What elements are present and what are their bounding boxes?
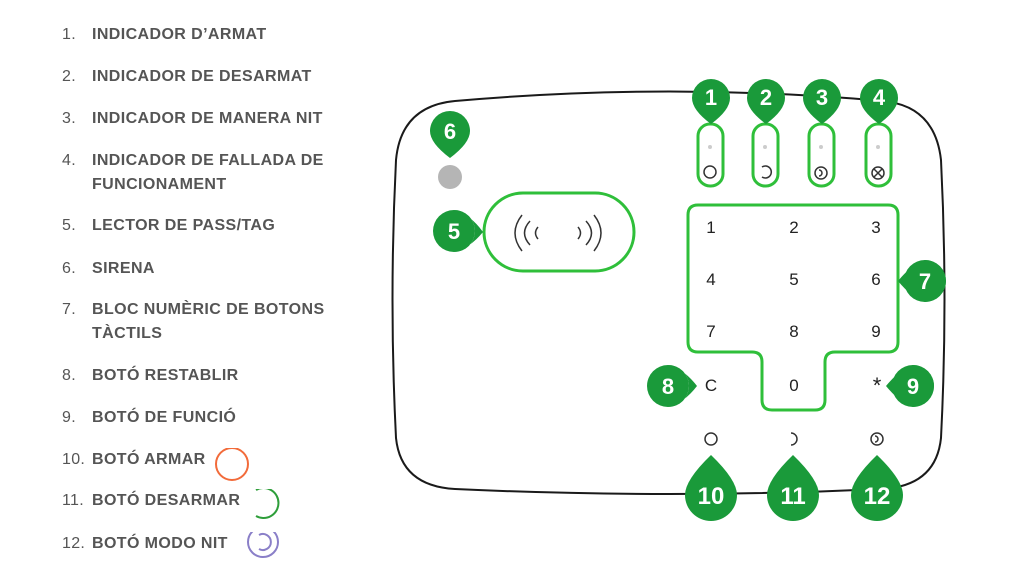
- arm-button[interactable]: [704, 432, 718, 446]
- legend-label: INDICADOR DE DESARMAT: [92, 68, 312, 85]
- legend-number: 1.: [62, 26, 76, 43]
- callout-2-pin: [747, 79, 785, 124]
- callout-12-pin: [851, 455, 903, 521]
- siren-dot: [438, 165, 462, 189]
- callout-10-label: 10: [698, 483, 725, 510]
- callout-8-label: 8: [662, 374, 674, 399]
- key-2[interactable]: 2: [789, 218, 798, 237]
- legend-label: BLOC NUMÈRIC DE BOTONS TÀCTILS: [92, 301, 325, 342]
- legend-label: BOTÓ RESTABLIR: [92, 367, 239, 384]
- legend-item: 11. BOTÓ DESARMAR: [62, 489, 288, 525]
- legend-number: 2.: [62, 68, 76, 85]
- legend-item: 3. INDICADOR DE MANERA NIT: [62, 107, 323, 131]
- key-reset[interactable]: C: [705, 376, 717, 395]
- legend-item: 1. INDICADOR D’ARMAT: [62, 23, 267, 47]
- keypad-outline: [686, 203, 900, 412]
- key-8[interactable]: 8: [789, 322, 798, 341]
- nfc-waves-icon: [514, 214, 602, 252]
- callout-2-label: 2: [760, 85, 772, 110]
- legend-number: 11.: [62, 492, 84, 509]
- legend-number: 4.: [62, 152, 76, 169]
- callout-3-label: 3: [816, 85, 828, 110]
- legend-number: 8.: [62, 367, 76, 384]
- key-4[interactable]: 4: [706, 270, 715, 289]
- key-0[interactable]: 0: [789, 376, 798, 395]
- callout-7-label: 7: [919, 269, 931, 294]
- indicator-fault: [864, 122, 893, 188]
- legend-item: 12. BOTÓ MODO NIT: [62, 532, 296, 568]
- device-outline: [391, 90, 946, 495]
- legend-number: 7.: [62, 301, 76, 318]
- indicator-night: [807, 122, 836, 188]
- callout-11-pin: [767, 455, 819, 521]
- legend-label: INDICADOR DE FALLADA DE FUNCIONAMENT: [92, 152, 324, 193]
- callout-6-label: 6: [444, 119, 456, 144]
- night-mode-icon: [246, 532, 279, 558]
- legend-label: BOTÓ DESARMAR: [92, 492, 241, 509]
- legend-label: INDICADOR DE MANERA NIT: [92, 110, 323, 127]
- key-3[interactable]: 3: [871, 218, 880, 237]
- legend-item: 4. INDICADOR DE FALLADA DE FUNCIONAMENT: [62, 149, 362, 197]
- key-5[interactable]: 5: [789, 270, 798, 289]
- legend-item: 8. BOTÓ RESTABLIR: [62, 364, 239, 388]
- legend-item: 5. LECTOR DE PASS/TAG: [62, 214, 275, 238]
- legend-number: 3.: [62, 110, 76, 127]
- callout-11-label: 11: [780, 483, 805, 510]
- legend-item: 7. BLOC NUMÈRIC DE BOTONS TÀCTILS: [62, 298, 362, 346]
- legend-item: 10. BOTÓ ARMAR: [62, 448, 254, 484]
- key-1[interactable]: 1: [706, 218, 715, 237]
- tag-reader: [482, 191, 636, 273]
- callout-10-pin: [685, 455, 737, 521]
- legend-label: BOTÓ MODO NIT: [92, 535, 228, 552]
- disarm-button[interactable]: [790, 432, 798, 446]
- callout-3-pin: [803, 79, 841, 124]
- legend-number: 5.: [62, 217, 76, 234]
- callout-5-pin: [454, 210, 483, 252]
- legend-number: 12.: [62, 535, 86, 552]
- callout-12-label: 12: [864, 483, 891, 510]
- key-6[interactable]: 6: [871, 270, 880, 289]
- key-7[interactable]: 7: [706, 322, 715, 341]
- legend-label: LECTOR DE PASS/TAG: [92, 217, 276, 234]
- callout-1-pin: [692, 79, 730, 124]
- legend-number: 10.: [62, 451, 86, 468]
- legend-label: BOTÓ DE FUNCIÓ: [92, 409, 237, 426]
- legend-item: 2. INDICADOR DE DESARMAT: [62, 65, 312, 89]
- callout-1-label: 1: [705, 85, 717, 110]
- legend-item: 9. BOTÓ DE FUNCIÓ: [62, 406, 236, 430]
- callout-6-pin: [430, 111, 470, 158]
- arm-circle-icon: [214, 448, 249, 481]
- legend-number: 6.: [62, 260, 76, 277]
- callout-8-pin: [668, 365, 697, 407]
- callout-9-label: 9: [907, 374, 919, 399]
- legend-item: 6. SIRENA: [62, 257, 155, 281]
- indicator-armed: [696, 122, 725, 188]
- night-mode-button[interactable]: [870, 432, 884, 446]
- key-function[interactable]: *: [873, 373, 882, 398]
- callout-5-label: 5: [448, 219, 460, 244]
- legend-label: BOTÓ ARMAR: [92, 451, 206, 468]
- disarm-arc-icon: [255, 489, 280, 519]
- key-9[interactable]: 9: [871, 322, 880, 341]
- callout-4-label: 4: [873, 85, 886, 110]
- legend-number: 9.: [62, 409, 76, 426]
- indicator-disarmed: [751, 122, 780, 188]
- legend-label: SIRENA: [92, 260, 155, 277]
- callout-4-pin: [860, 79, 898, 124]
- legend-label: INDICADOR D’ARMAT: [92, 26, 267, 43]
